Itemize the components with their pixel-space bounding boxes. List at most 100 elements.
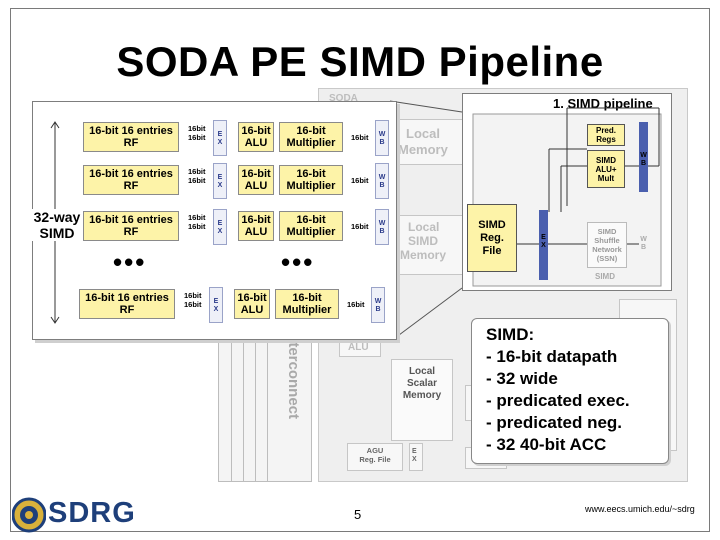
interconnect-lines <box>221 301 281 481</box>
wb-stage-label: W B <box>639 152 648 168</box>
wb-w: W <box>378 131 386 138</box>
wb-ghost-b: B <box>640 244 647 251</box>
ghost-soda-label: SODA <box>329 93 358 104</box>
simd-summary-item: - 32 wide <box>486 369 558 388</box>
mult-l2: Multiplier <box>286 137 336 149</box>
lane-output-width: 16bit <box>347 300 365 309</box>
ghost-lscm-l1: Local <box>408 366 436 377</box>
mult-l1: 16-bit <box>296 168 326 180</box>
rf-line1: 16-bit 16 entries <box>89 214 173 226</box>
sdrg-logo: SDRG <box>48 497 136 529</box>
wb-w: W <box>374 298 382 305</box>
ghost-lscm-l2: Scalar <box>406 378 438 389</box>
simd-width-label: 32-way SIMD <box>31 209 83 241</box>
mult-l2: Multiplier <box>282 304 332 316</box>
lane-output-width: 16bit <box>351 222 369 231</box>
bus-a: 16bit <box>188 124 206 133</box>
ssn-l2: Shuffle <box>594 236 620 245</box>
ghost-local-scalar-memory-box: Local Scalar Memory <box>391 359 453 441</box>
bus-b: 16bit <box>188 133 206 142</box>
bus-a: 16bit <box>188 167 206 176</box>
ex-e: E <box>217 131 223 138</box>
simd-summary-item: - 16-bit datapath <box>486 347 618 366</box>
ghost-local-memory-l1: Local <box>406 126 440 141</box>
simd-width-label-l2: SIMD <box>39 225 75 241</box>
simd-summary-item: - predicated exec. <box>486 391 630 410</box>
ex-x: X <box>217 139 223 146</box>
simd-alu-l1: SIMD <box>596 155 616 165</box>
wb-w: W <box>378 174 386 181</box>
ex-x: X <box>217 228 223 235</box>
alu-l1: 16-bit <box>241 214 271 226</box>
wb-ghost-label: W B <box>639 226 648 262</box>
wb-b: B <box>379 139 385 146</box>
simd-reg-file-l2: Reg. <box>480 231 504 244</box>
simd-ghost-label: SIMD <box>595 272 615 281</box>
ssn-l3: Network <box>592 245 622 254</box>
ghost-lscm-l3: Memory <box>402 390 442 401</box>
ghost-agu-ex-e: E <box>412 448 417 455</box>
rf-line2: RF <box>119 304 135 316</box>
rf-line1: 16-bit 16 entries <box>85 292 169 304</box>
ex-stage-e: E <box>541 234 546 241</box>
lane-ellipsis-right: ••• <box>281 247 315 277</box>
bus-b: 16bit <box>184 300 202 309</box>
ghost-local-memory-l2: Memory <box>398 142 448 157</box>
alu-l1: 16-bit <box>241 168 271 180</box>
bus-a: 16bit <box>184 291 202 300</box>
ex-e: E <box>213 298 219 305</box>
slide-title: SODA PE SIMD Pipeline <box>116 38 604 85</box>
bus-b: 16bit <box>188 176 206 185</box>
ghost-lscm-text: Local Scalar Memory <box>400 366 444 402</box>
simd-summary-callout: SIMD: - 16-bit datapath - 32 wide - pred… <box>471 318 669 464</box>
ex-stage-x: X <box>541 242 546 249</box>
simd-width-label-l1: 32-way <box>33 209 81 225</box>
mult-l2: Multiplier <box>286 180 336 192</box>
ghost-agu-l2: Reg. File <box>359 455 391 464</box>
ghost-agu-ex: E X <box>412 448 417 464</box>
ex-stage-bar: E X <box>539 210 548 280</box>
slide-frame <box>10 8 710 532</box>
alu-l1: 16-bit <box>237 292 267 304</box>
rf-line1: 16-bit 16 entries <box>89 168 173 180</box>
ghost-agu-ex-x: X <box>412 456 417 463</box>
ex-x: X <box>217 182 223 189</box>
ghost-agu-box: AGU Reg. File <box>347 443 403 471</box>
wb-stage-w: W <box>640 152 647 159</box>
umich-seal-icon <box>12 497 46 533</box>
ssn-l1: SIMD <box>597 227 617 236</box>
simd-reg-file-l3: File <box>482 244 502 257</box>
pred-regs-box: Pred.Regs <box>587 124 625 146</box>
alu-l2: ALU <box>244 137 268 149</box>
rf-line2: RF <box>123 226 139 238</box>
ex-x: X <box>213 306 219 313</box>
simd-summary-item: - 32 40-bit ACC <box>486 435 607 454</box>
mult-l1: 16-bit <box>296 214 326 226</box>
ghost-agu-text: AGU Reg. File <box>352 446 398 464</box>
ghost-lsm-l1: Local <box>408 220 440 234</box>
rf-line2: RF <box>123 180 139 192</box>
wb-w: W <box>378 220 386 227</box>
